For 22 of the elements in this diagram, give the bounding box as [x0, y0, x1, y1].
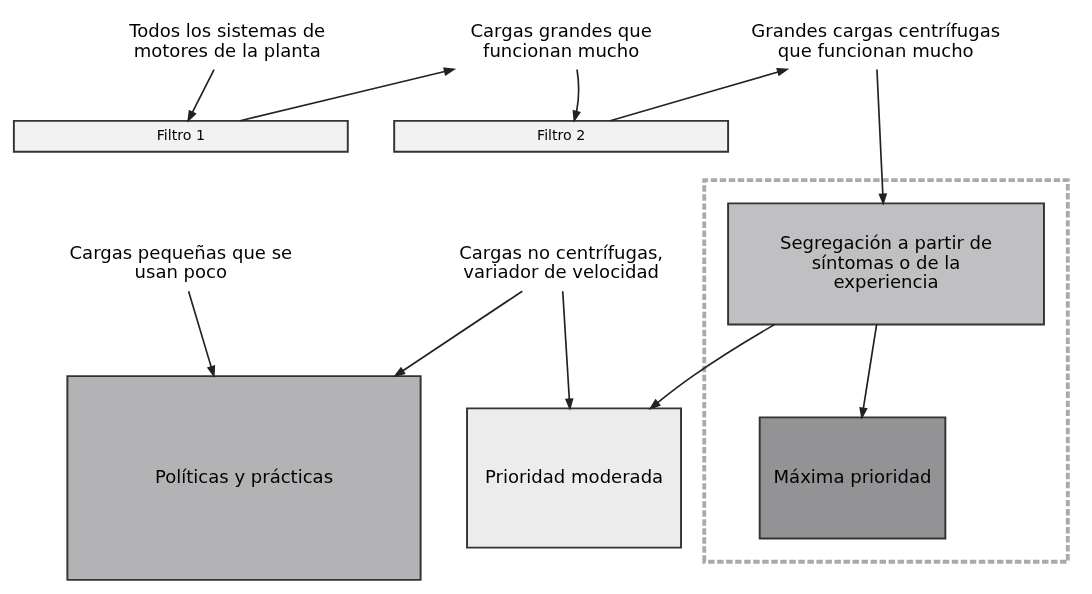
node-box: Filtro 1 [12, 119, 349, 153]
node-box: Máxima prioridad [758, 415, 947, 540]
arrow [187, 68, 215, 123]
node-text: Grandes cargas centrífugas que funcionan mucho [751, 19, 1001, 61]
node-box: Políticas y prácticas [66, 374, 422, 581]
node-text: Todos los sistemas de motores de la planta [129, 19, 326, 61]
node-text: Cargas grandes que funcionan mucho [470, 19, 652, 61]
arrow [393, 289, 524, 377]
node-box: Filtro 2 [393, 119, 730, 153]
arrow [876, 68, 888, 206]
node-text: Cargas no centrífugas, variador de velocidad [459, 241, 664, 282]
arrow [859, 323, 878, 420]
arrow [609, 67, 790, 122]
node-text: Cargas pequeñas que se usan poco [69, 241, 293, 282]
arrow [561, 289, 574, 411]
arrow [648, 323, 776, 410]
arrow [572, 68, 581, 123]
node-box: Segregación a partir de síntomas o de la experiencia [727, 201, 1045, 326]
cluster [702, 177, 1070, 564]
arrow [239, 66, 457, 122]
node-box: Prioridad moderada [466, 406, 682, 549]
arrow [187, 289, 216, 378]
